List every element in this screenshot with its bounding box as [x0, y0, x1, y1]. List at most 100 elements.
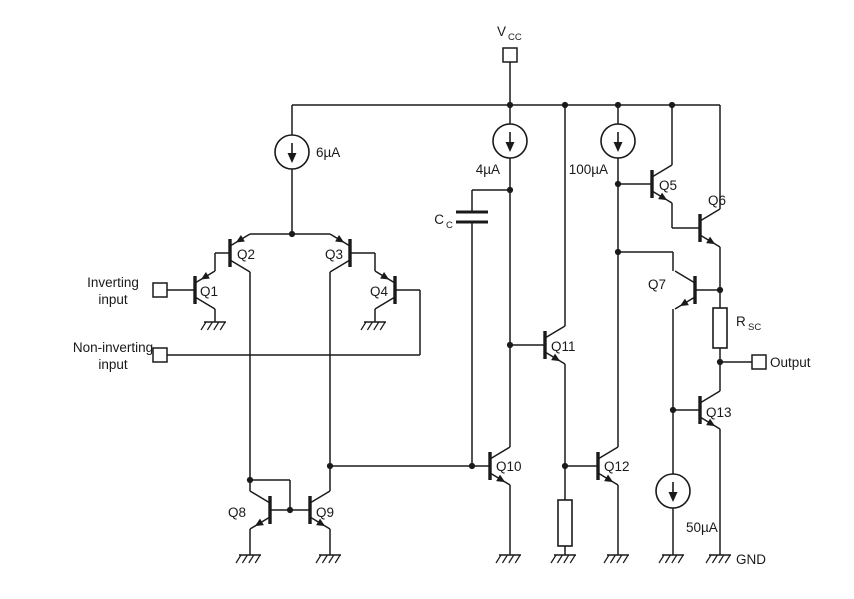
vcc-terminal: [502, 47, 518, 63]
emitter-arrow: [316, 518, 326, 527]
transistor-q9-collector: [309, 490, 331, 504]
label-i_100ua: 100µA: [569, 162, 608, 177]
ground-hatch: [495, 554, 502, 564]
label-gnd: GND: [736, 552, 766, 567]
junction-dot: [506, 101, 514, 109]
transistor-q7-collector: [674, 270, 696, 284]
label-q7: Q7: [648, 277, 666, 292]
emitter-arrow: [200, 271, 210, 280]
ground-hatch: [373, 321, 380, 331]
ground-hatch: [379, 321, 386, 331]
ground-hatch: [563, 554, 570, 564]
ground-hatch: [200, 321, 207, 331]
junction-dot: [288, 230, 296, 238]
emitter-arrow: [335, 234, 345, 243]
ground-hatch: [658, 554, 665, 564]
label-q6: Q6: [708, 193, 726, 208]
ground-hatch: [360, 321, 367, 331]
current-source-arrowhead: [668, 492, 678, 502]
current-source-circle: [655, 473, 691, 509]
ground-hatch: [235, 554, 242, 564]
junction-dot: [668, 101, 676, 109]
transistor-q10-collector: [489, 446, 511, 460]
junction-dot: [506, 341, 514, 349]
label-output: Output: [770, 355, 811, 370]
junction-dot: [561, 101, 569, 109]
label-q4: Q4: [370, 284, 389, 299]
ground-hatch: [671, 554, 678, 564]
cc-label-sub: C: [446, 220, 453, 231]
ground-hatch: [328, 554, 335, 564]
ground-hatch: [609, 554, 616, 564]
current-source-circle: [600, 123, 636, 159]
ground-hatch: [569, 554, 576, 564]
current-source-circle: [492, 123, 528, 159]
current-source-arrowhead: [287, 153, 297, 163]
ground-hatch: [664, 554, 671, 564]
label-noninverting_line2: input: [98, 357, 128, 372]
transistor-q5-collector: [651, 164, 673, 178]
ground-hatch: [718, 554, 725, 564]
transistor-q12-collector: [597, 446, 619, 460]
junction-dot: [716, 286, 724, 294]
ground-hatch: [705, 554, 712, 564]
ground-hatch: [724, 554, 731, 564]
label-q5: Q5: [659, 178, 677, 193]
ground-hatch: [603, 554, 610, 564]
junction-dot: [614, 248, 622, 256]
ground-hatch: [556, 554, 563, 564]
current-source-arrowhead: [505, 142, 515, 152]
ground-hatch: [206, 321, 213, 331]
label-q3: Q3: [325, 247, 343, 262]
ground-hatch: [241, 554, 248, 564]
label-q8: Q8: [228, 505, 246, 520]
ground-hatch: [321, 554, 328, 564]
transistor-q11-collector: [544, 325, 566, 339]
rsc-label-sub: SC: [748, 322, 761, 333]
emitter-arrow: [706, 236, 716, 245]
current-source-circle: [274, 134, 310, 170]
transistor-q1-emitter: [194, 296, 216, 310]
label-i_4ua: 4µA: [476, 162, 500, 177]
junction-dot: [506, 186, 514, 194]
inverting-input-terminal: [152, 282, 168, 298]
output-terminal: [751, 354, 767, 370]
ground-hatch: [254, 554, 261, 564]
cc-label: C: [434, 212, 444, 227]
label-q10: Q10: [496, 459, 522, 474]
label-q1: Q1: [200, 284, 218, 299]
resistor-q11-emitter: [557, 499, 573, 547]
label-q12: Q12: [604, 459, 630, 474]
vcc-label: V: [497, 24, 506, 39]
label-q11: Q11: [551, 339, 576, 354]
ground-hatch: [711, 554, 718, 564]
emitter-arrow: [380, 271, 390, 280]
transistor-q3-emitter: [329, 259, 351, 273]
vcc-label-sub: CC: [508, 32, 522, 43]
ground-hatch: [677, 554, 684, 564]
emitter-arrow: [235, 234, 245, 243]
ground-hatch: [315, 554, 322, 564]
resistor-rsc: [712, 307, 728, 349]
ground-hatch: [366, 321, 373, 331]
transistor-q8-collector: [249, 490, 271, 504]
ground-hatch: [508, 554, 515, 564]
label-i_50ua: 50µA: [686, 520, 718, 535]
transistor-q13-collector: [699, 390, 721, 404]
emitter-arrow: [551, 353, 561, 362]
ground-hatch: [213, 321, 220, 331]
junction-dot: [669, 406, 677, 414]
label-q13: Q13: [706, 405, 732, 420]
transistor-q4-emitter: [374, 296, 396, 310]
junction-dot: [614, 101, 622, 109]
junction-dot: [716, 358, 724, 366]
label-inverting_line1: Inverting: [87, 275, 139, 290]
noninverting-input-terminal: [152, 347, 168, 363]
junction-dot: [246, 476, 254, 484]
current-source-arrowhead: [613, 142, 623, 152]
label-noninverting_line1: Non-inverting: [73, 340, 153, 355]
ground-hatch: [248, 554, 255, 564]
emitter-arrow: [658, 192, 668, 201]
